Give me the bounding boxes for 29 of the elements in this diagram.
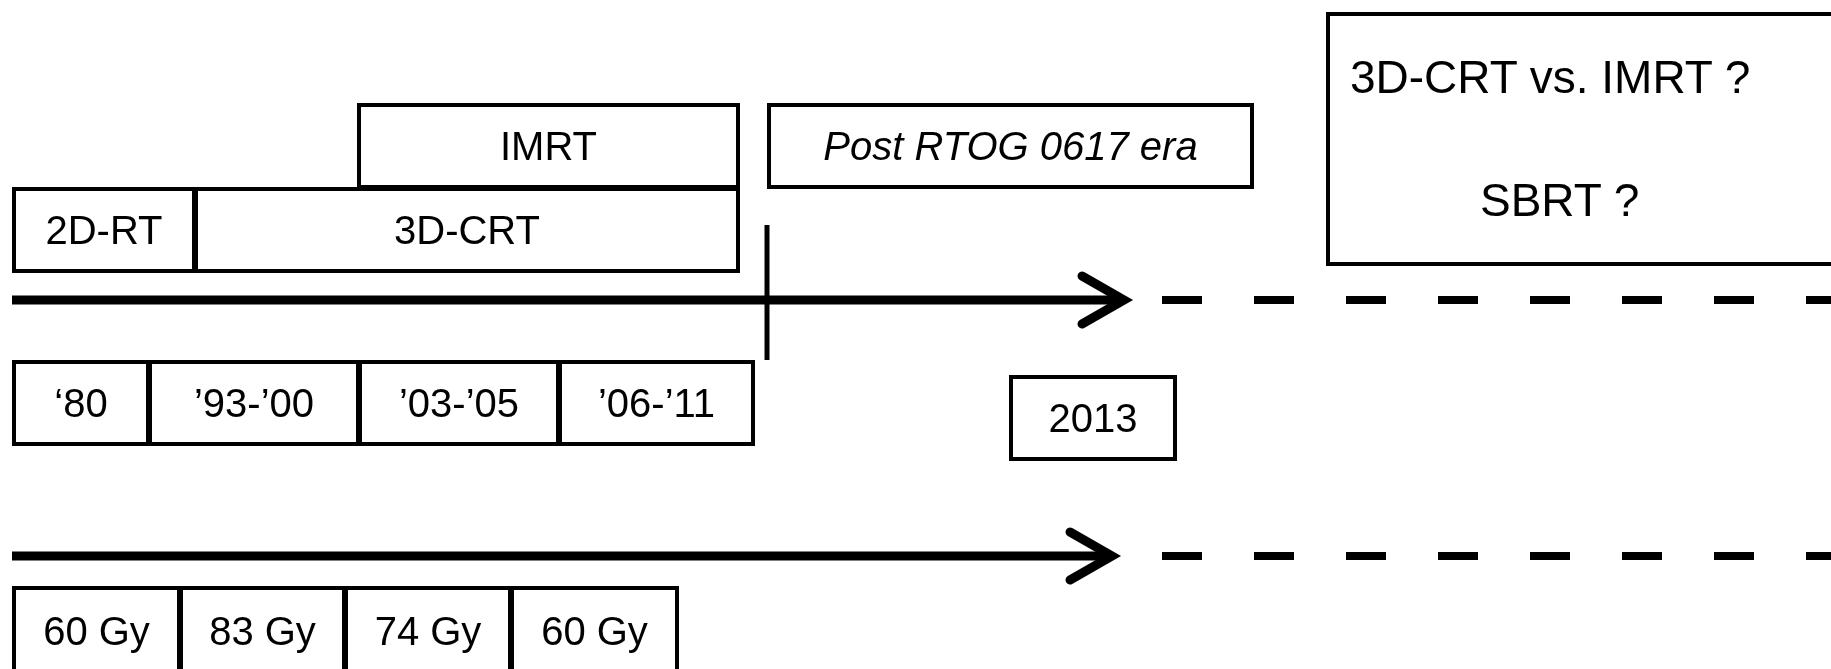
box-label: ’93-’00	[193, 381, 315, 425]
box-label: 3D-CRT	[394, 208, 540, 252]
box-label: Post RTOG 0617 era	[823, 124, 1198, 168]
label-box	[510, 586, 679, 669]
label-box	[194, 187, 740, 273]
box-label: IMRT	[500, 124, 597, 168]
label-box	[1009, 375, 1177, 461]
box-label: 3D-CRT vs. IMRT ?	[1350, 52, 1751, 103]
label-box	[148, 360, 360, 446]
box-label: 60 Gy	[541, 609, 648, 653]
label-box	[358, 360, 560, 446]
box-label: 2D-RT	[45, 208, 163, 252]
label-box	[179, 586, 346, 669]
box-label: ’03-’05	[398, 381, 520, 425]
box-label: SBRT ?	[1480, 175, 1640, 226]
box-label: 60 Gy	[43, 609, 150, 653]
label-box	[767, 103, 1254, 189]
box-label: 83 Gy	[209, 609, 316, 653]
box-label: 74 Gy	[374, 609, 482, 653]
box-label: 2013	[1048, 396, 1138, 440]
label-box	[12, 586, 181, 669]
label-box	[1326, 12, 1831, 266]
box-label: ‘80	[54, 381, 108, 425]
label-box	[344, 586, 512, 669]
label-box	[357, 103, 740, 189]
label-box	[12, 360, 150, 446]
label-box	[558, 360, 755, 446]
box-label: ’06-’11	[597, 381, 716, 425]
label-box	[12, 187, 196, 273]
